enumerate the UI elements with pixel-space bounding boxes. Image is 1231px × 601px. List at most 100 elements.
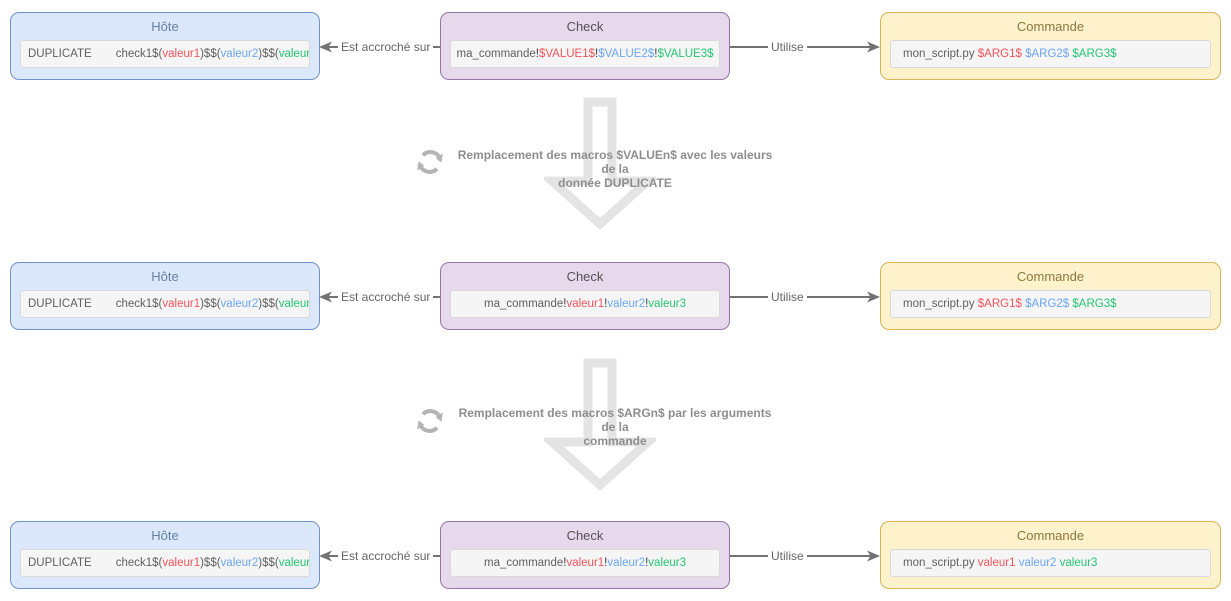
config-segment: )$$( — [258, 557, 279, 569]
command-config-text: mon_script.py $ARG1$ $ARG2$ $ARG3$ — [890, 40, 1211, 68]
config-segment: $ARG1$ — [977, 298, 1022, 310]
config-segment: )$$( — [258, 298, 279, 310]
edge-label: Utilise — [768, 39, 807, 55]
config-segment: valeur3 — [648, 557, 687, 569]
config-segment: valeur2 — [220, 298, 259, 310]
transition-caption-line1: Remplacement des macros $VALUEn$ avec le… — [457, 148, 773, 176]
config-segment: valeur2 — [607, 557, 646, 569]
config-segment: valeur1 — [977, 557, 1016, 569]
config-segment: mon_script.py — [903, 48, 978, 60]
edge-utilise: Utilise — [730, 289, 881, 305]
config-segment: )$$( — [200, 557, 221, 569]
config-segment: )$$( — [200, 48, 221, 60]
config-segment: valeur1 — [162, 298, 201, 310]
config-segment: valeur1 — [566, 557, 605, 569]
transition-caption-line2: donnée DUPLICATE — [558, 176, 672, 190]
transition-caption: Remplacement des macros $VALUEn$ avec le… — [450, 148, 780, 190]
edge-label: Utilise — [768, 548, 807, 564]
config-segment: $VALUE1$ — [538, 48, 595, 60]
edge-label: Est accroché sur — [338, 548, 434, 564]
edge-est-accroche-sur: Est accroché sur — [318, 39, 442, 55]
config-segment: mon_script.py — [903, 298, 978, 310]
config-segment: ma_commande — [483, 298, 564, 310]
edge-utilise: Utilise — [730, 39, 881, 55]
check-config-text: ma_commande!$VALUE1$!$VALUE2$!$VALUE3$ — [450, 40, 720, 68]
config-segment: DUPLICATE — [28, 557, 92, 569]
command-box: Commande mon_script.py valeur1 valeur2 v… — [880, 521, 1221, 589]
check-box-title: Check — [566, 269, 604, 284]
config-segment: ! — [645, 298, 649, 310]
sync-icon — [417, 150, 443, 174]
edge-est-accroche-sur: Est accroché sur — [318, 289, 442, 305]
edge-label: Utilise — [768, 289, 807, 305]
check-box: Check ma_commande!$VALUE1$!$VALUE2$!$VAL… — [440, 12, 730, 80]
check-box: Check ma_commande!valeur1!valeur2!valeur… — [440, 521, 730, 589]
config-segment: valeur3 — [1059, 557, 1098, 569]
config-segment: ma_commande — [456, 48, 536, 60]
edge-utilise: Utilise — [730, 548, 881, 564]
config-segment: ! — [645, 557, 649, 569]
host-box-title: Hôte — [151, 528, 179, 543]
check-config-text: ma_commande!valeur1!valeur2!valeur3 — [450, 290, 720, 318]
config-segment: ! — [595, 48, 599, 60]
config-segment: mon_script.py — [903, 557, 978, 569]
transition-caption-line1: Remplacement des macros $ARGn$ par les a… — [458, 406, 772, 434]
config-segment: $VALUE2$ — [598, 48, 655, 60]
down-arrow-icon — [544, 97, 656, 231]
config-segment: valeur2 — [220, 48, 259, 60]
config-segment: DUPLICATE — [28, 48, 92, 60]
config-segment: valeur2 — [220, 557, 259, 569]
config-segment: valeur1 — [162, 48, 201, 60]
edge-label: Est accroché sur — [338, 39, 434, 55]
config-segment: check1$( — [115, 48, 163, 60]
edge-est-accroche-sur: Est accroché sur — [318, 548, 442, 564]
config-segment: ! — [535, 48, 539, 60]
config-segment: $ARG3$ — [1072, 48, 1117, 60]
down-arrow-icon — [544, 358, 656, 492]
config-segment: valeur2 — [607, 298, 646, 310]
config-segment: ! — [604, 557, 608, 569]
check-config-text: ma_commande!valeur1!valeur2!valeur3 — [450, 549, 720, 577]
config-segment: valeur3 — [278, 48, 310, 60]
check-box-title: Check — [566, 19, 604, 34]
config-segment: check1$( — [115, 557, 163, 569]
check-box-title: Check — [566, 528, 604, 543]
command-box-title: Commande — [1016, 269, 1085, 284]
sync-icon — [417, 409, 443, 433]
transition-caption: Remplacement des macros $ARGn$ par les a… — [450, 406, 780, 448]
config-segment: ! — [604, 298, 608, 310]
config-segment: $ARG1$ — [977, 48, 1022, 60]
config-segment: valeur2 — [1018, 557, 1057, 569]
config-segment: ! — [563, 557, 567, 569]
config-segment: valeur3 — [278, 557, 310, 569]
command-config-text: mon_script.py $ARG1$ $ARG2$ $ARG3$ — [890, 290, 1211, 318]
config-segment: )$$( — [200, 298, 221, 310]
command-config-text: mon_script.py valeur1 valeur2 valeur3 — [890, 549, 1211, 577]
config-segment: valeur1 — [566, 298, 605, 310]
command-box-title: Commande — [1016, 19, 1085, 34]
config-segment: $ARG2$ — [1025, 48, 1070, 60]
host-box-title: Hôte — [151, 19, 179, 34]
edge-label: Est accroché sur — [338, 289, 434, 305]
config-segment: $VALUE3$ — [657, 48, 714, 60]
check-box: Check ma_commande!valeur1!valeur2!valeur… — [440, 262, 730, 330]
config-segment: $ARG2$ — [1025, 298, 1070, 310]
host-box: Hôte DUPLICATE check1$(valeur1)$$(valeur2… — [10, 12, 320, 80]
host-box-title: Hôte — [151, 269, 179, 284]
command-box: Commande mon_script.py $ARG1$ $ARG2$ $AR… — [880, 262, 1221, 330]
config-segment: check1$( — [115, 298, 163, 310]
command-box-title: Commande — [1016, 528, 1085, 543]
config-segment: ma_commande — [483, 557, 564, 569]
config-segment: DUPLICATE — [28, 298, 92, 310]
config-segment: $ARG3$ — [1072, 298, 1117, 310]
command-box: Commande mon_script.py $ARG1$ $ARG2$ $AR… — [880, 12, 1221, 80]
config-segment: ! — [654, 48, 658, 60]
config-segment: ! — [563, 298, 567, 310]
